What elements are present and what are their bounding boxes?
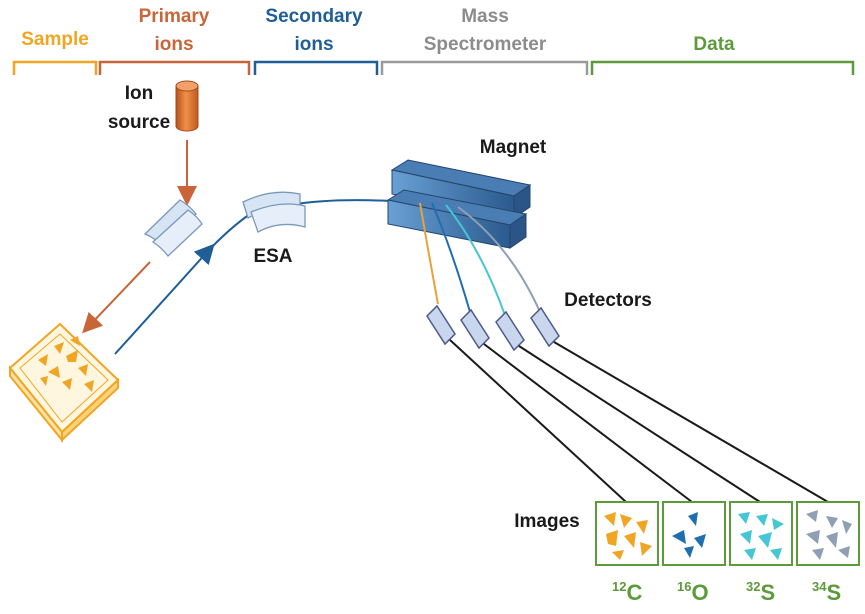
primary-deflector-icon — [143, 199, 203, 257]
header-data: Data — [693, 34, 735, 55]
header-primary-line2: ions — [154, 34, 193, 55]
detector-icon — [530, 306, 560, 348]
detector-icon — [426, 304, 456, 346]
secondary-beam-esa — [207, 213, 251, 252]
esa-label: ESA — [253, 246, 292, 267]
detector-icon — [495, 310, 525, 352]
header-primary-line1: Primary — [139, 6, 210, 27]
bracket-primary — [98, 60, 251, 75]
isotope-label-34s: 34S — [812, 579, 841, 605]
magnet-icon — [386, 159, 532, 249]
secondary-beam — [114, 243, 215, 355]
beam-34s — [457, 206, 541, 313]
beam-32s — [445, 204, 507, 319]
bracket-mass — [380, 60, 589, 75]
secondary-beam-transfer — [289, 199, 393, 206]
isotope-label-12c: 12C — [612, 579, 642, 605]
isotope-mass: 32 — [746, 579, 760, 594]
sample-icon — [8, 322, 120, 443]
ion-source-label-line2: source — [108, 112, 170, 133]
isotope-element: S — [826, 580, 841, 605]
signal-line-16o — [483, 343, 693, 503]
bracket-data — [590, 60, 855, 75]
isotope-element: O — [691, 580, 708, 605]
isotope-label-32s: 32S — [746, 579, 775, 605]
detector-icon — [460, 308, 490, 350]
image-16o — [662, 501, 726, 566]
header-mass-line1: Mass — [461, 6, 509, 27]
ion-source-label-line1: Ion — [125, 83, 154, 104]
beam-16o — [431, 202, 471, 313]
header-secondary-line1: Secondary — [265, 6, 363, 27]
ion-source-icon — [175, 80, 199, 132]
bracket-sample — [12, 60, 98, 75]
image-32s — [729, 501, 793, 566]
signal-line-32s — [518, 345, 761, 503]
bracket-secondary — [253, 60, 379, 75]
header-secondary-line2: ions — [294, 34, 333, 55]
magnet-label: Magnet — [480, 137, 547, 158]
header-mass-line2: Spectrometer — [424, 34, 547, 55]
isotope-element: C — [626, 580, 642, 605]
isotope-mass: 34 — [812, 579, 827, 594]
signal-line-34s — [553, 341, 829, 503]
isotope-element: S — [760, 580, 775, 605]
beam-12c — [419, 202, 439, 305]
image-12c — [595, 501, 659, 566]
header-sample: Sample — [21, 29, 89, 50]
detectors-label: Detectors — [564, 290, 652, 311]
images-label: Images — [514, 511, 579, 532]
image-34s — [796, 501, 860, 566]
esa-icon — [242, 191, 306, 233]
isotope-mass: 12 — [612, 579, 626, 594]
signal-line-12c — [449, 339, 627, 503]
primary-beam-out — [82, 261, 151, 334]
isotope-label-16o: 16O — [677, 579, 709, 605]
isotope-mass: 16 — [677, 579, 691, 594]
